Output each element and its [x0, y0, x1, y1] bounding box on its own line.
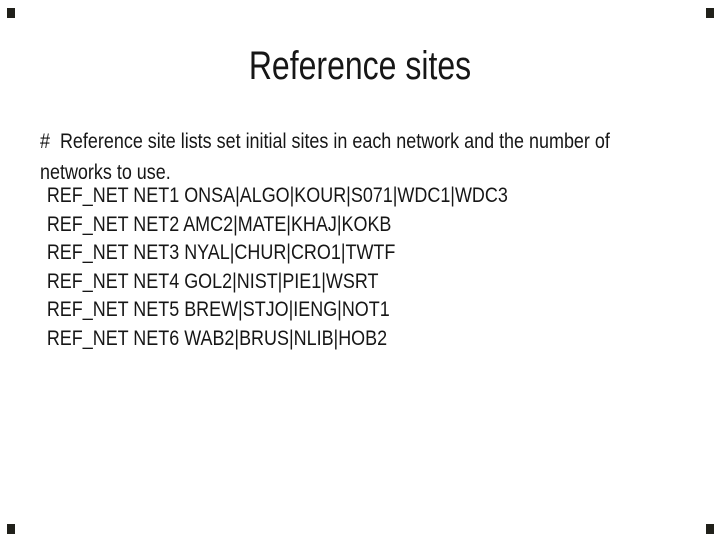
ref-net-line-6: REF_NET NET6 WAB2|BRUS|NLIB|HOB2 — [46, 326, 388, 350]
corner-mark-bottom-left — [7, 524, 15, 534]
comment-block: # Reference site lists set initial sites… — [40, 126, 690, 188]
ref-net-line-5: REF_NET NET5 BREW|STJO|IENG|NOT1 — [46, 298, 390, 322]
ref-net-line-3: REF_NET NET3 NYAL|CHUR|CRO1|TWTF — [46, 241, 396, 265]
comment-line-1: # Reference site lists set initial sites… — [40, 130, 610, 153]
corner-mark-top-right — [706, 8, 714, 18]
ref-net-line-4: REF_NET NET4 GOL2|NIST|PIE1|WSRT — [46, 269, 379, 293]
ref-net-line-2: REF_NET NET2 AMC2|MATE|KHAJ|KOKB — [46, 212, 392, 236]
page-title: Reference sites — [248, 44, 472, 88]
corner-mark-bottom-right — [706, 524, 714, 534]
slide-body: # Reference site lists set initial sites… — [40, 126, 690, 354]
ref-net-line-1: REF_NET NET1 ONSA|ALGO|KOUR|S071|WDC1|WD… — [46, 184, 508, 207]
ref-net-list: REF_NET NET1 ONSA|ALGO|KOUR|S071|WDC1|WD… — [40, 182, 690, 354]
corner-mark-top-left — [7, 8, 15, 18]
comment-line-2: networks to use. — [40, 161, 171, 184]
